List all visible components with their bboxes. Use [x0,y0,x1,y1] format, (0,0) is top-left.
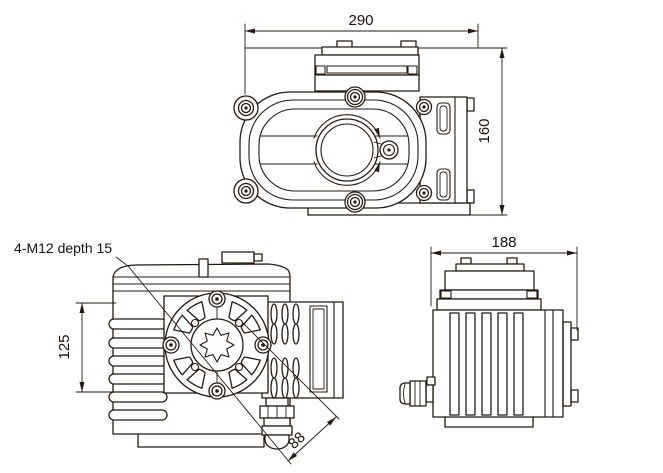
side-view: 188 [399,234,579,428]
rib [108,409,168,421]
rotation-arrow-ccw [313,161,381,186]
dim-188-label: 188 [491,234,516,251]
rib [108,318,168,330]
front-view: 4-M12 depth 15 125 88 [14,240,344,465]
dimension-125: 125 [56,302,117,393]
position-indicator-window [313,114,399,186]
rotation-arrowhead [374,162,380,173]
side-base-plate [444,416,534,428]
vent-slot [436,102,451,135]
rib [108,391,168,403]
motor-mount-tab [466,189,475,204]
side-top-cap [436,257,542,311]
mounting-note-label: 4-M12 depth 15 [14,240,112,256]
dimension-160: 160 [469,47,508,216]
top-view: 290 160 [233,12,508,216]
cable-gland-side [399,376,436,407]
flange-screw [208,382,226,400]
flange-screw [254,336,272,354]
lid-connector-box [221,251,263,264]
cover-screw [346,88,364,106]
vent-slot [436,168,451,201]
indicator-boss [379,140,399,160]
dim-160-label: 160 [476,118,493,143]
flange-hole [234,362,244,372]
front-base-plate [137,433,265,448]
dim-290-label: 290 [348,12,373,29]
cover-screw [346,193,364,211]
cover-screw [415,98,433,116]
rotation-arrowhead [374,127,380,138]
motor-front [261,301,344,399]
leader-line [115,256,292,465]
dim-125-label: 125 [56,334,73,359]
side-bracket [562,321,579,407]
flange-hub [190,318,244,372]
flange-hole [190,318,200,328]
cover-screws [233,86,433,213]
rib [108,355,168,367]
cable-gland-front [259,397,295,450]
terminal-box-top [314,40,420,92]
mounting-flange [162,290,272,400]
flange-hole [190,362,200,372]
rotation-arrow-cw [313,114,381,139]
star-drive-socket [199,327,235,363]
cover-screw [237,182,255,200]
side-fins [449,312,524,416]
lid-tab [198,258,209,278]
rib [108,373,168,385]
motor-mount-tab [466,97,475,112]
flange-screw [162,336,180,354]
dimension-290: 290 [244,12,508,95]
dimension-188: 188 [430,234,578,331]
flange-screw [208,290,226,308]
cover-screw [415,184,433,202]
mounting-note: 4-M12 depth 15 [14,240,292,465]
cover-screw [237,99,255,117]
rib [108,337,168,349]
